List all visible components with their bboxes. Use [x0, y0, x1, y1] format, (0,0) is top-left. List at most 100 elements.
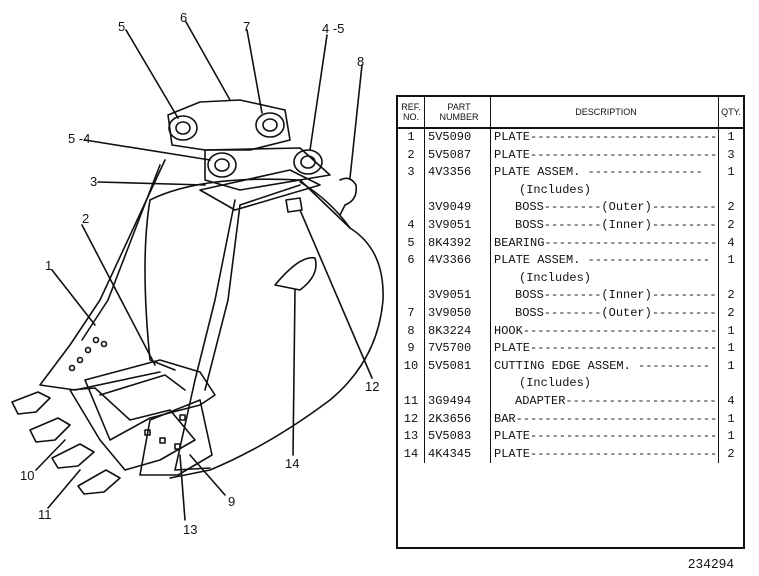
- qty-cell: 1: [727, 358, 735, 373]
- ref-no-cell: 3: [398, 164, 425, 182]
- description-cell: BOSS--------(Outer)---------: [490, 304, 719, 323]
- table-row: 122K3656BAR-----------------------------…: [398, 410, 743, 429]
- bucket-back-curve: [299, 181, 351, 229]
- ref-no-cell: 7: [398, 304, 425, 323]
- bucket-drawing: [11, 21, 384, 521]
- cutting-edge: [69, 387, 196, 471]
- plate-14: [274, 256, 317, 291]
- part-number-cell: 3G9494: [424, 392, 491, 411]
- qty-cell: 4: [727, 235, 735, 250]
- top-plate: [199, 169, 321, 211]
- part-number-cell: 8K4392: [424, 234, 491, 253]
- tooth-1: [11, 391, 51, 415]
- callout-5-4: 5 -4: [68, 131, 91, 146]
- qty-cell: 1: [727, 411, 735, 426]
- callout-2: 2: [82, 211, 90, 226]
- part-number-cell: 4V3356: [424, 164, 491, 182]
- header-qty: QTY.: [718, 97, 743, 129]
- boss-7: [255, 112, 285, 138]
- table-row: (Includes): [398, 375, 743, 393]
- qty-cell: 1: [727, 429, 735, 444]
- description-cell: CUTTING EDGE ASSEM. ----------: [490, 357, 719, 376]
- ref-no-cell: 6: [398, 252, 425, 270]
- qty-cell: 1: [727, 253, 735, 268]
- part-number-cell: 2K3656: [424, 410, 491, 429]
- part-number-cell: 5V5090: [424, 128, 491, 147]
- qty-cell: [719, 270, 744, 288]
- ref-no-cell: 10: [398, 357, 425, 376]
- description-cell: PLATE-------------------------------: [490, 128, 719, 147]
- drawing-number: 234294: [688, 556, 735, 571]
- ref-no-cell: 14: [398, 445, 425, 464]
- tooth-3: [51, 443, 95, 469]
- qty-cell: [719, 182, 744, 200]
- description-cell: PLATE ASSEM. ----------------: [490, 164, 719, 182]
- part-number-cell: 5V5087: [424, 146, 491, 165]
- tooth-4: [77, 469, 121, 495]
- ref-no-cell: 8: [398, 322, 425, 341]
- part-number-cell: 5V5083: [424, 428, 491, 446]
- bucket-inner-wall: [144, 199, 176, 371]
- callout-14: 14: [285, 456, 300, 471]
- header-description: DESCRIPTION: [490, 97, 719, 129]
- link-plate-3: [204, 147, 331, 191]
- ref-no-cell: [398, 199, 425, 217]
- qty-cell: 2: [727, 446, 735, 461]
- qty-cell: 3: [727, 147, 735, 162]
- callout-3: 3: [90, 174, 98, 189]
- part-number-cell: 4K4345: [424, 445, 491, 464]
- table-row: 135V5083PLATE---------------------------…: [398, 428, 743, 446]
- qty-cell: 1: [727, 323, 735, 338]
- qty-cell: 2: [727, 217, 735, 232]
- floor-plate: [84, 359, 216, 441]
- part-number-cell: 7V5700: [424, 340, 491, 358]
- ref-no-cell: [398, 287, 425, 305]
- callout-13: 13: [183, 522, 198, 537]
- link-plate-6: [167, 99, 291, 151]
- ref-no-cell: [398, 181, 425, 200]
- table-row: 97V5700PLATE----------------------------…: [398, 340, 743, 358]
- description-cell: (Includes): [490, 181, 719, 200]
- table-row: 15V5090PLATE----------------------------…: [398, 128, 743, 147]
- description-cell: BOSS--------(Inner)---------: [490, 216, 719, 235]
- ref-no-cell: 1: [398, 128, 425, 147]
- description-cell: BOSS--------(Outer)---------: [490, 199, 719, 217]
- callout-5: 5: [118, 19, 126, 34]
- part-number-cell: 3V9051: [424, 216, 491, 235]
- ref-no-cell: 2: [398, 146, 425, 165]
- qty-cell: 4: [727, 393, 735, 408]
- description-cell: PLATE------------------------------: [490, 445, 719, 464]
- part-number-cell: [424, 375, 491, 393]
- floor-plate-inner: [99, 374, 186, 396]
- qty-cell: 1: [727, 130, 735, 144]
- ref-no-cell: [398, 375, 425, 393]
- description-cell: PLATE------------------------------: [490, 340, 719, 358]
- part-number-cell: [424, 269, 491, 288]
- qty-cell: 2: [727, 305, 735, 320]
- hook-8: [339, 177, 358, 216]
- tooth-2: [29, 417, 71, 443]
- callout-12: 12: [365, 379, 380, 394]
- description-cell: HOOK----------------------------: [490, 322, 719, 341]
- part-number-cell: 8K3224: [424, 322, 491, 341]
- table-row: (Includes): [398, 269, 744, 288]
- header-ref-no: REF. NO.: [398, 97, 425, 129]
- callout-11: 11: [38, 507, 52, 522]
- bucket-body: [149, 178, 384, 479]
- callout-9: 9: [228, 494, 236, 509]
- description-cell: (Includes): [490, 375, 719, 393]
- ref-no-cell: 11: [398, 392, 425, 411]
- ref-no-cell: 9: [398, 340, 425, 358]
- description-cell: BAR---------------------------------: [490, 410, 719, 429]
- side-plate-right-edge: [204, 184, 301, 391]
- ref-no-cell: 13: [398, 428, 425, 446]
- table-header-row: REF. NO. PART NUMBER DESCRIPTION QTY.: [398, 97, 743, 129]
- qty-cell: 2: [727, 288, 735, 303]
